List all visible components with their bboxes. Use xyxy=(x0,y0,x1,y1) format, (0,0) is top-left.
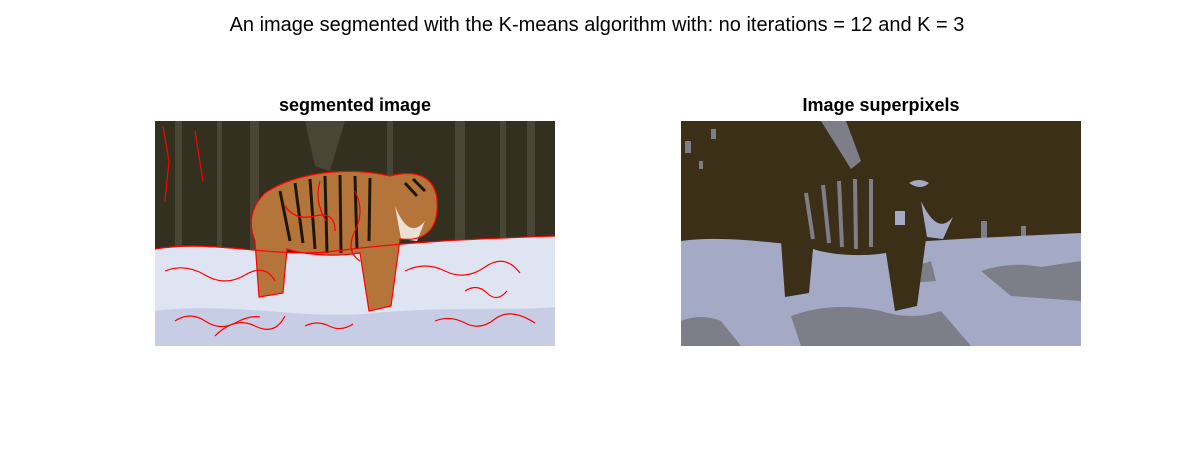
tiger-superpixels xyxy=(777,171,964,311)
segmented-image-canvas xyxy=(155,121,555,346)
cluster-boundaries xyxy=(155,125,555,337)
figure-title: An image segmented with the K-means algo… xyxy=(229,14,965,36)
superpixels-title: Image superpixels xyxy=(802,95,960,115)
tiger xyxy=(251,171,438,311)
segmented-image xyxy=(155,121,555,346)
superpixels-image xyxy=(681,121,1081,346)
segmented-image-title: segmented image xyxy=(278,95,432,115)
cluster-mid-snow xyxy=(681,261,1081,346)
cluster-light-snow xyxy=(681,233,1081,346)
superpixels-canvas xyxy=(681,121,1081,346)
